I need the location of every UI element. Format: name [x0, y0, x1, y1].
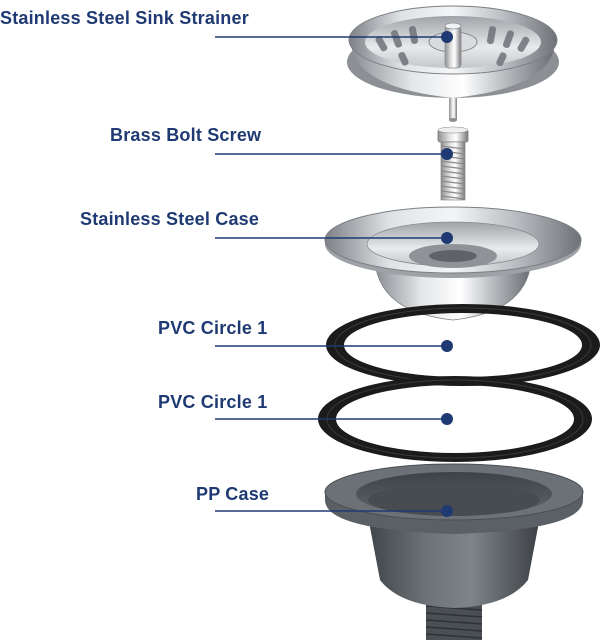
- bolt-screw-illustration: [437, 126, 469, 201]
- label-pvc-circle-upper: PVC Circle 1: [158, 318, 268, 338]
- marker-dot-pvc-circle-b: [441, 413, 453, 425]
- label-pvc-circle-lower: PVC Circle 1: [158, 392, 268, 412]
- marker-dot-bolt: [441, 148, 453, 160]
- label-stainless-steel-case: Stainless Steel Case: [80, 209, 260, 229]
- pp-case-illustration: [324, 463, 584, 640]
- strainer-basket-illustration: [347, 5, 559, 122]
- marker-dot-steel-case: [441, 232, 453, 244]
- label-stainless-steel-sink-strainer: Stainless Steel Sink Strainer: [0, 8, 249, 28]
- marker-dot-pvc-circle-a: [441, 340, 453, 352]
- marker-dot-strainer: [441, 31, 453, 43]
- label-brass-bolt-screw: Brass Bolt Screw: [110, 125, 262, 145]
- leader-lines: [215, 36, 446, 512]
- marker-dot-pp-case: [441, 505, 453, 517]
- marker-dots: [441, 31, 453, 517]
- label-pp-case: PP Case: [196, 484, 270, 504]
- steel-case-illustration: [324, 206, 582, 321]
